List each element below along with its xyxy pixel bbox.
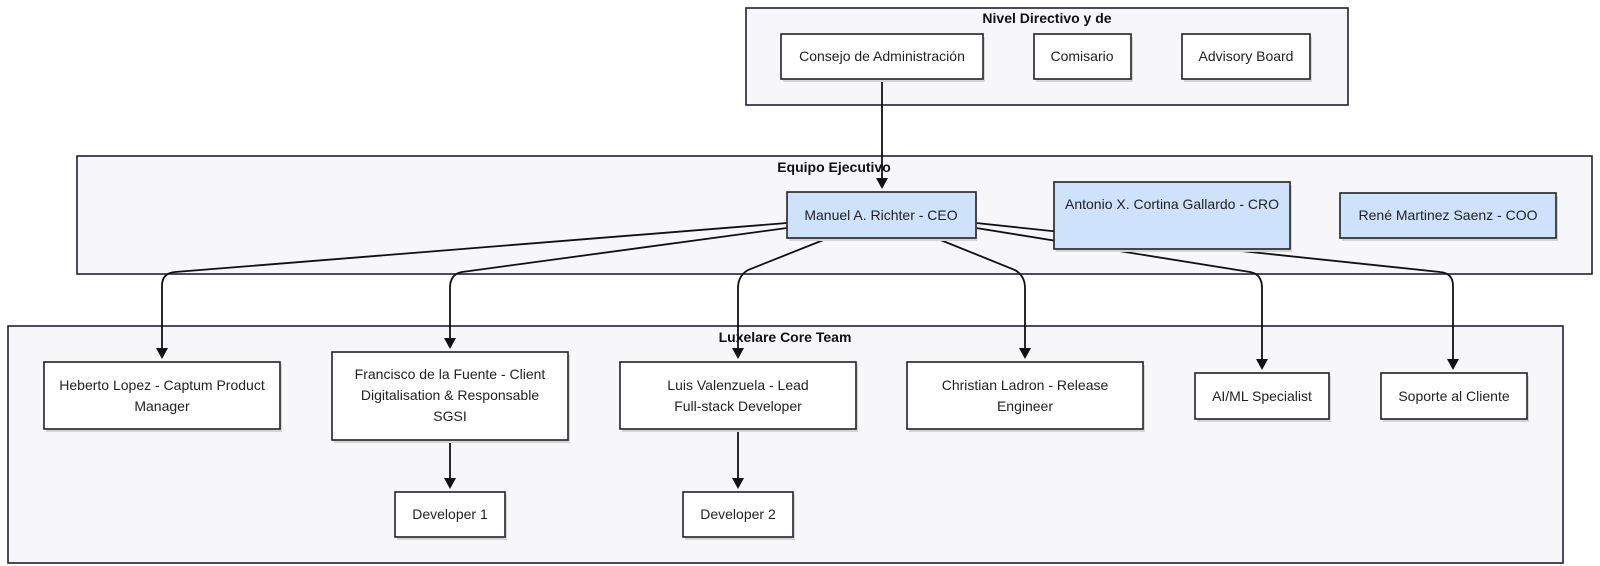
node-advisory-board[interactable]: Advisory Board (1181, 33, 1312, 82)
edge-ceo-soporte (975, 222, 1454, 361)
node-cro[interactable]: Antonio X. Cortina Gallardo - CRO (1053, 181, 1292, 252)
node-soporte[interactable]: Soporte al Cliente (1380, 372, 1529, 422)
arrowhead-dev1 (444, 478, 456, 489)
node-label-ceo: Manuel A. Richter - CEO (804, 207, 957, 223)
edge-ceo-aiml (975, 227, 1263, 361)
node-developer-1[interactable]: Developer 1 (394, 491, 507, 540)
node-label-aiml: AI/ML Specialist (1212, 388, 1312, 404)
node-label-advisory: Advisory Board (1199, 48, 1294, 64)
node-label-coo: René Martinez Saenz - COO (1359, 207, 1538, 223)
cluster-title-core: Luxelare Core Team (719, 329, 852, 345)
node-label-soporte: Soporte al Cliente (1398, 388, 1510, 404)
arrowhead-soporte (1447, 359, 1459, 370)
node-coo[interactable]: René Martinez Saenz - COO (1339, 192, 1558, 241)
arrowhead-ceo (876, 178, 888, 189)
arrowhead-dev2 (732, 478, 744, 489)
node-label-consejo: Consejo de Administración (799, 48, 965, 64)
node-developer-2[interactable]: Developer 2 (682, 491, 795, 540)
arrowhead-luis (732, 348, 744, 359)
node-label-dev1: Developer 1 (412, 506, 488, 522)
node-ceo[interactable]: Manuel A. Richter - CEO (786, 191, 977, 241)
node-comisario[interactable]: Comisario (1033, 33, 1133, 82)
arrowhead-christian (1019, 348, 1031, 359)
edges (156, 80, 1459, 489)
edge-ceo-christian (937, 238, 1026, 350)
node-label-comisario: Comisario (1050, 48, 1113, 64)
edge-ceo-luis (737, 238, 827, 350)
node-aiml[interactable]: AI/ML Specialist (1194, 372, 1331, 422)
node-label-dev2: Developer 2 (700, 506, 776, 522)
cluster-title-ejecutivo: Equipo Ejecutivo (777, 159, 891, 175)
arrowhead-aiml (1256, 359, 1268, 370)
edge-ceo-francisco (449, 227, 788, 340)
edge-ceo-heberto (161, 222, 788, 350)
node-consejo[interactable]: Consejo de Administración (780, 33, 985, 82)
arrowhead-francisco (444, 338, 456, 349)
arrowhead-heberto (156, 348, 168, 359)
node-label-cro: Antonio X. Cortina Gallardo - CRO (1065, 196, 1279, 212)
